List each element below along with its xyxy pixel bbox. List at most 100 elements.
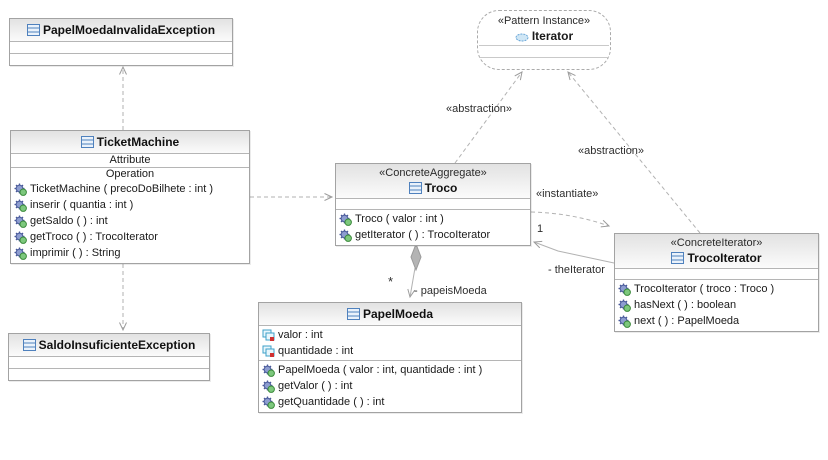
operation-text: Troco ( valor : int ) [355, 213, 444, 226]
attribute-compartment-label: Attribute [109, 154, 151, 166]
edge-label-multiplicity-star: * [388, 274, 394, 289]
class-title: TicketMachine [96, 134, 180, 149]
operation-text: inserir ( quantia : int ) [30, 199, 134, 211]
attribute-text: valor : int [278, 329, 323, 341]
operation-compartment: TrocoIterator ( troco : Troco ) hasNext … [615, 279, 818, 331]
edge-label-abstraction-left: «abstraction» [446, 103, 513, 115]
operation-compartment-label: Operation [105, 168, 155, 180]
operation-text: TicketMachine ( precoDoBilhete : int ) [30, 183, 213, 195]
class-icon [346, 308, 360, 320]
operation-icon [14, 215, 27, 228]
attribute-row[interactable]: quantidade : int [259, 343, 521, 359]
class-ticketmachine[interactable]: TicketMachine Attribute Operation Ticket… [10, 130, 250, 264]
class-name-row: Troco [340, 180, 526, 196]
edge-label-papeis-moeda: - papeisMoeda [414, 285, 487, 297]
collaboration-icon [515, 33, 529, 42]
class-header: «ConcreteAggregate» Troco [336, 164, 530, 199]
operation-text: getQuantidade ( ) : int [278, 396, 385, 408]
operation-row[interactable]: TrocoIterator ( troco : Troco ) [615, 281, 818, 297]
operation-row[interactable]: inserir ( quantia : int ) [11, 197, 249, 213]
operation-text: TrocoIterator ( troco : Troco ) [634, 283, 775, 296]
attribute-compartment: valor : int quantidade : int [259, 325, 521, 360]
operation-row[interactable]: PapelMoeda ( valor : int, quantidade : i… [259, 362, 521, 378]
operation-icon [618, 315, 631, 328]
class-papelmoeda[interactable]: PapelMoeda valor : int quantidade : int … [258, 302, 522, 413]
attribute-row[interactable]: valor : int [259, 327, 521, 343]
attribute-compartment [336, 198, 530, 209]
class-icon [26, 24, 40, 36]
operation-row[interactable]: getValor ( ) : int [259, 378, 521, 394]
pattern-name-row: Iterator [478, 28, 610, 44]
operation-text: imprimir ( ) : String [30, 247, 121, 259]
class-icon [22, 339, 36, 351]
pattern-divider [479, 45, 609, 46]
operation-row[interactable]: Troco ( valor : int ) [336, 211, 530, 227]
attribute-compartment [10, 41, 232, 53]
class-header: PapelMoedaInvalidaException [10, 19, 232, 41]
pattern-stereotype: «Pattern Instance» [497, 15, 591, 27]
operation-icon [262, 396, 275, 409]
operation-icon [14, 247, 27, 260]
edge-label-instantiate: «instantiate» [536, 188, 599, 200]
class-papelmoedainvalidaexception[interactable]: PapelMoedaInvalidaException [9, 18, 233, 66]
operation-row[interactable]: hasNext ( ) : boolean [615, 297, 818, 313]
operation-row[interactable]: getSaldo ( ) : int [11, 213, 249, 229]
class-title: PapelMoedaInvalidaException [42, 22, 216, 37]
operation-icon [14, 199, 27, 212]
operation-compartment [10, 53, 232, 65]
attribute-text: quantidade : int [278, 345, 354, 357]
class-icon [671, 252, 685, 265]
operation-text: getValor ( ) : int [278, 380, 353, 392]
pattern-divider [479, 57, 609, 58]
operation-row[interactable]: next ( ) : PapelMoeda [615, 313, 818, 329]
operation-icon [262, 380, 275, 393]
edge-label-multiplicity-one: 1 [537, 223, 544, 235]
operation-text: hasNext ( ) : boolean [634, 299, 737, 312]
operation-icon [339, 229, 352, 242]
operation-row[interactable]: getTroco ( ) : TrocoIterator [11, 229, 249, 245]
attribute-icon [262, 345, 275, 357]
class-saldoinsuficienteexception[interactable]: SaldoInsuficienteException [8, 333, 210, 381]
operation-row[interactable]: getQuantidade ( ) : int [259, 394, 521, 410]
operation-compartment [9, 368, 209, 380]
operation-text: getSaldo ( ) : int [30, 215, 108, 227]
class-stereotype: «ConcreteIterator» [670, 237, 763, 249]
class-trocoiterator[interactable]: «ConcreteIterator» TrocoIterator TrocoIt… [614, 233, 819, 333]
association-trocoiterator-troco [532, 240, 615, 264]
operation-text: next ( ) : PapelMoeda [634, 315, 740, 328]
operation-text: getTroco ( ) : TrocoIterator [30, 231, 158, 243]
class-header: SaldoInsuficienteException [9, 334, 209, 356]
operation-icon [618, 283, 631, 296]
operation-row[interactable]: TicketMachine ( precoDoBilhete : int ) [11, 181, 249, 197]
operation-row[interactable]: imprimir ( ) : String [11, 245, 249, 261]
class-title: PapelMoeda [362, 306, 434, 321]
operation-text: PapelMoeda ( valor : int, quantidade : i… [278, 364, 483, 376]
class-name-row: TrocoIterator [619, 250, 814, 266]
aggregation-diamond [410, 242, 422, 272]
operation-icon [339, 213, 352, 226]
attribute-icon [262, 329, 275, 341]
pattern-title: Iterator [531, 29, 574, 43]
class-stereotype: «ConcreteAggregate» [379, 167, 487, 179]
class-title: Troco [424, 181, 458, 195]
instantiate-troco-trocoiterator [530, 211, 611, 228]
edge-label-abstraction-right: «abstraction» [578, 145, 645, 157]
operation-row[interactable]: getIterator ( ) : TrocoIterator [336, 227, 530, 243]
class-header: PapelMoeda [259, 303, 521, 325]
attribute-compartment: Attribute [11, 153, 249, 167]
pattern-instance-iterator[interactable]: «Pattern Instance» Iterator [477, 10, 611, 70]
abstraction-troco-iterator [454, 71, 523, 164]
operation-compartment: Operation TicketMachine ( precoDoBilhete… [11, 167, 249, 263]
class-header: «ConcreteIterator» TrocoIterator [615, 234, 818, 269]
attribute-compartment [615, 268, 818, 279]
class-header: TicketMachine [11, 131, 249, 153]
attribute-compartment [9, 356, 209, 368]
class-icon [80, 136, 94, 148]
operation-text: getIterator ( ) : TrocoIterator [355, 229, 491, 242]
operation-compartment: Troco ( valor : int ) getIterator ( ) : … [336, 209, 530, 245]
class-troco[interactable]: «ConcreteAggregate» Troco Troco ( valor … [335, 163, 531, 247]
operation-icon [262, 364, 275, 377]
operation-compartment: PapelMoeda ( valor : int, quantidade : i… [259, 360, 521, 412]
